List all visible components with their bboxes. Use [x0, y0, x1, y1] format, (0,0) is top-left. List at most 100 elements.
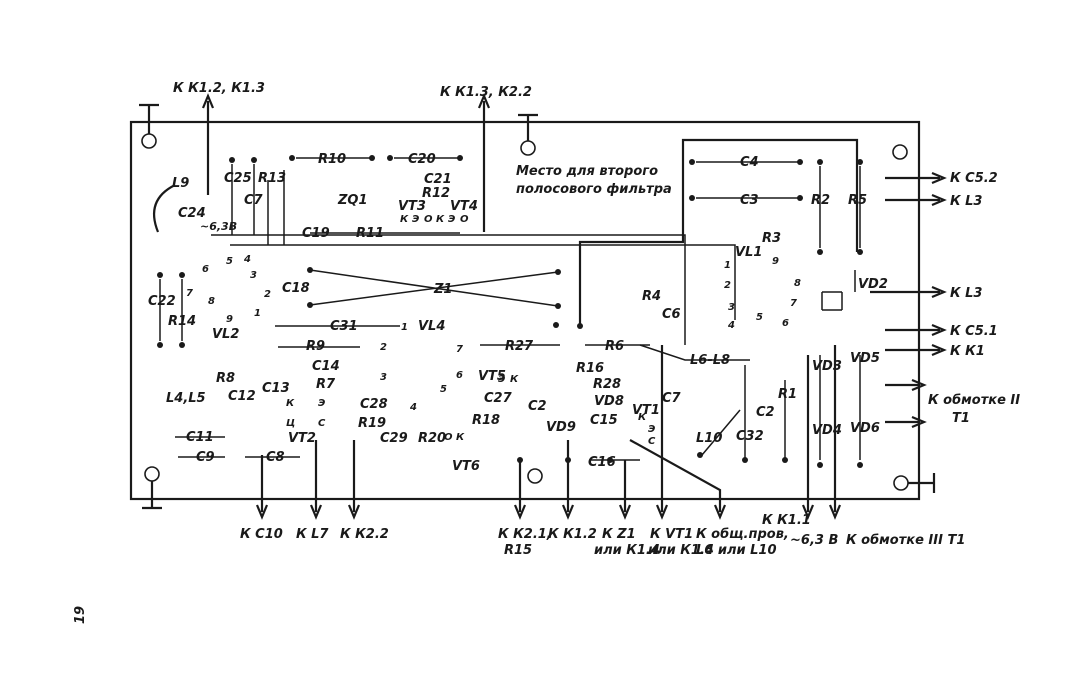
label-r19: R19	[358, 416, 386, 431]
bus-trace	[230, 244, 736, 320]
connector-label: К L3	[950, 286, 982, 301]
connector-label: К К1.2	[548, 527, 597, 542]
label-c14: C14	[312, 359, 340, 374]
label-l10: L10	[696, 431, 722, 446]
svg-text:5: 5	[756, 312, 763, 323]
right-output-arrows	[870, 171, 947, 429]
svg-text:5: 5	[440, 384, 447, 395]
l9-coil	[153, 184, 176, 233]
label-c31: C31	[330, 319, 358, 334]
connector-label: Т1	[952, 411, 970, 426]
label-r8: R8	[216, 371, 235, 386]
label-c19: C19	[302, 226, 330, 241]
label-c3: C3	[740, 193, 759, 208]
mounting-screw	[908, 473, 936, 493]
svg-text:О: О	[460, 214, 469, 225]
svg-text:6: 6	[782, 318, 789, 329]
svg-text:Ц: Ц	[286, 418, 295, 429]
z1-trace	[309, 271, 559, 306]
label-c7b: C7	[662, 391, 682, 406]
connector-label: R15	[504, 543, 532, 558]
svg-text:К: К	[456, 432, 465, 443]
label-c2a: C2	[528, 399, 547, 414]
label-vt3: VT3	[398, 199, 426, 214]
label-vt1: VT1	[632, 403, 660, 418]
label-vl4: VL4	[418, 319, 445, 334]
label-c15: C15	[590, 413, 618, 428]
connector-label: К К1.3, К2.2	[440, 85, 532, 100]
svg-text:4: 4	[243, 254, 251, 265]
vd2-symbol	[821, 270, 856, 311]
mounting-screw	[518, 113, 538, 141]
mounting-hole	[527, 468, 543, 484]
label-r5: R5	[848, 193, 867, 208]
label-r3: R3	[762, 231, 781, 246]
connector-label: К К2.1,	[498, 527, 552, 542]
label-c2b: C2	[756, 405, 775, 420]
connector-label: К Z1	[602, 527, 636, 542]
svg-text:2: 2	[264, 289, 271, 300]
label-r6: R6	[605, 339, 624, 354]
mounting-hole	[144, 466, 160, 482]
svg-text:Э: Э	[448, 214, 455, 225]
label-c9: C9	[196, 450, 215, 465]
label-r7: R7	[316, 377, 336, 392]
svg-text:Э: Э	[318, 398, 325, 409]
label-vl1: VL1	[735, 245, 762, 260]
label-vt5: VT5	[478, 369, 506, 384]
label-c21: C21	[424, 172, 452, 187]
label-r16: R16	[576, 361, 604, 376]
label-vd8: VD8	[594, 394, 624, 409]
svg-text:3: 3	[728, 302, 735, 313]
label-c6: C6	[662, 307, 681, 322]
svg-text:3: 3	[250, 270, 257, 281]
label-r27: R27	[505, 339, 534, 354]
pcb-outline	[129, 120, 921, 501]
svg-text:О: О	[444, 432, 453, 443]
label-r28: R28	[593, 377, 621, 392]
label-c25: C25	[224, 171, 252, 186]
label-r18: R18	[472, 413, 500, 428]
svg-text:1: 1	[724, 260, 731, 271]
label-l68: L6-L8	[690, 353, 730, 368]
label-c20: C20	[408, 152, 436, 167]
label-r12: R12	[422, 186, 450, 201]
label-z1: Z1	[433, 282, 452, 297]
svg-text:1: 1	[254, 308, 261, 319]
label-r20: R20	[418, 431, 446, 446]
connector-label: ~6,3 В	[790, 533, 838, 548]
lead-top-left	[201, 93, 215, 195]
bottom-leads	[255, 345, 842, 520]
label-r13: R13	[258, 171, 286, 186]
label-c8: C8	[266, 450, 285, 465]
connector-label: К С10	[240, 527, 283, 542]
svg-text:7: 7	[790, 298, 797, 309]
mounting-hole	[893, 475, 909, 491]
label-c29: C29	[380, 431, 408, 446]
mounting-screw	[139, 103, 159, 134]
filter-area-trace	[578, 138, 859, 326]
svg-text:К: К	[510, 374, 519, 385]
label-r2: R2	[811, 193, 830, 208]
component-leads	[159, 157, 861, 461]
connector-label: К L7	[296, 527, 329, 542]
label-c12: C12	[228, 389, 256, 404]
label-r4: R4	[642, 289, 661, 304]
mounting-screw	[142, 481, 162, 510]
svg-text:Э: Э	[648, 424, 655, 435]
label-c11: C11	[186, 430, 214, 445]
svg-text:О: О	[424, 214, 433, 225]
label-c7a: C7	[244, 193, 264, 208]
label-c16: C16	[588, 455, 616, 470]
label-v63: ~6,3В	[200, 220, 237, 233]
right-connector-labels: К С5.2 К L3 К L3 К С5.1 К К1 К обмотке I…	[928, 171, 1020, 426]
connector-label: или К1.4	[648, 543, 714, 558]
svg-text:3: 3	[380, 372, 387, 383]
bus-trace	[211, 234, 686, 345]
connector-label: или К1.4	[594, 543, 660, 558]
connector-label: К VT1	[650, 527, 693, 542]
svg-text:С: С	[648, 436, 656, 447]
label-zq1: ZQ1	[337, 193, 368, 208]
